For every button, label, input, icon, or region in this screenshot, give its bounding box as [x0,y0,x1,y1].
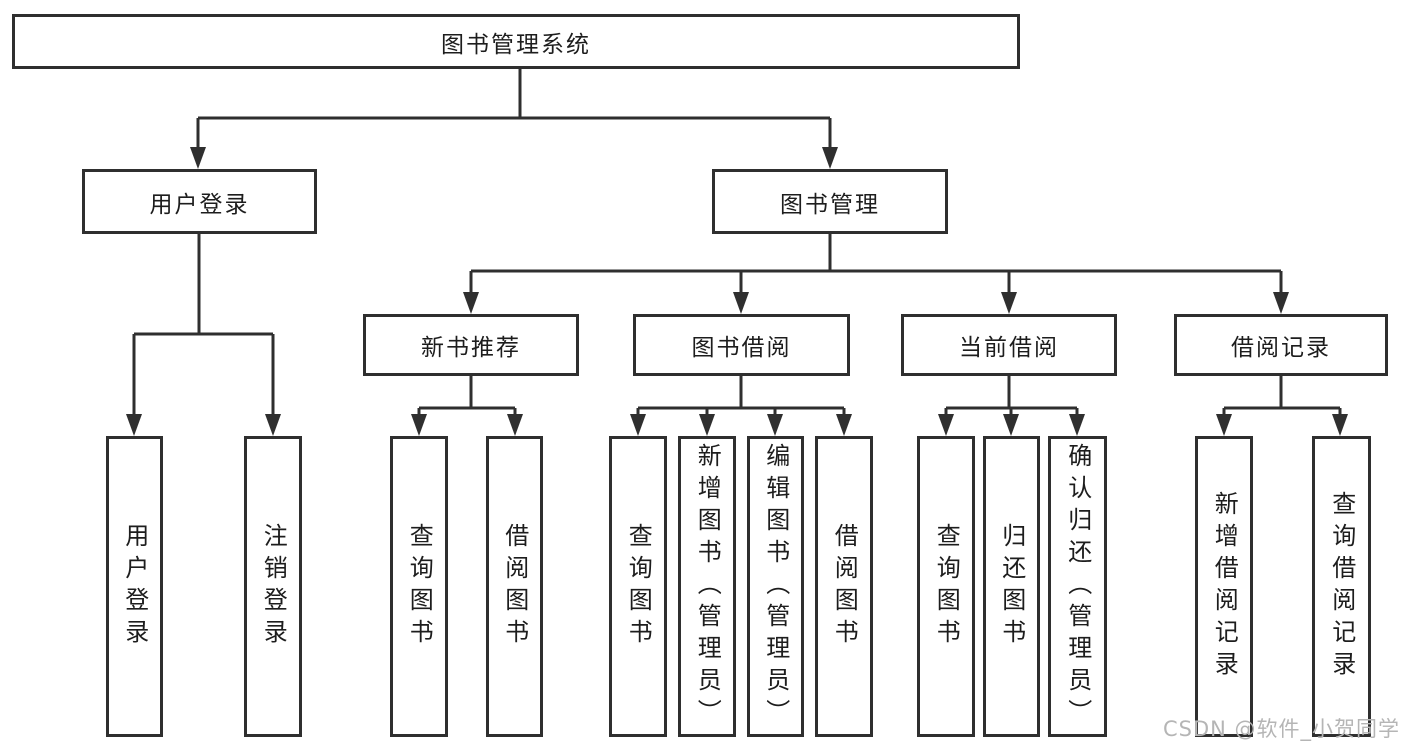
node-label: 新增图书（管理员） [693,442,722,731]
leaf-confirm-return-admin: 确认归还（管理员） [1048,436,1107,737]
node-label: 注销登录 [259,522,288,651]
leaf-edit-books-admin: 编辑图书（管理员） [747,436,804,737]
node-label: 用户登录 [120,522,149,651]
node-library-management-system: 图书管理系统 [12,14,1020,69]
node-label: 借阅记录 [1231,335,1331,361]
node-label: 查询图书 [932,522,961,651]
node-label: 借阅图书 [500,522,529,651]
node-user-login: 用户登录 [82,169,317,234]
leaf-user-login: 用户登录 [106,436,163,737]
node-label: 用户登录 [149,191,250,218]
node-label: 新书推荐 [421,335,521,361]
node-label: 查询借阅记录 [1327,490,1356,683]
leaf-query-books-current: 查询图书 [917,436,975,737]
leaf-query-books-borrowing: 查询图书 [609,436,667,737]
leaf-add-borrow-record: 新增借阅记录 [1195,436,1253,737]
node-label: 编辑图书（管理员） [761,442,790,731]
watermark: CSDN @软件_小贺同学 [1163,717,1401,741]
leaf-borrow-books-recommend: 借阅图书 [486,436,543,737]
leaf-add-books-admin: 新增图书（管理员） [678,436,736,737]
node-label: 图书借阅 [691,335,792,361]
node-label: 图书管理系统 [441,31,591,58]
node-new-book-recommendation: 新书推荐 [363,314,579,376]
leaf-borrow-books-borrowing: 借阅图书 [815,436,873,737]
node-label: 当前借阅 [959,335,1059,361]
leaf-query-borrow-record: 查询借阅记录 [1312,436,1371,737]
node-label: 查询图书 [624,522,653,651]
node-label: 查询图书 [405,522,434,651]
node-label: 新增借阅记录 [1210,490,1239,683]
node-current-borrowing: 当前借阅 [901,314,1117,376]
leaf-query-books-recommend: 查询图书 [390,436,448,737]
node-borrowing-records: 借阅记录 [1174,314,1388,376]
node-label: 归还图书 [997,522,1026,651]
node-book-management: 图书管理 [712,169,948,234]
leaf-return-books: 归还图书 [983,436,1040,737]
node-label: 确认归还（管理员） [1063,442,1092,731]
node-label: 借阅图书 [830,522,859,651]
leaf-logout: 注销登录 [244,436,302,737]
node-label: 图书管理 [780,191,880,218]
node-book-borrowing: 图书借阅 [633,314,850,376]
